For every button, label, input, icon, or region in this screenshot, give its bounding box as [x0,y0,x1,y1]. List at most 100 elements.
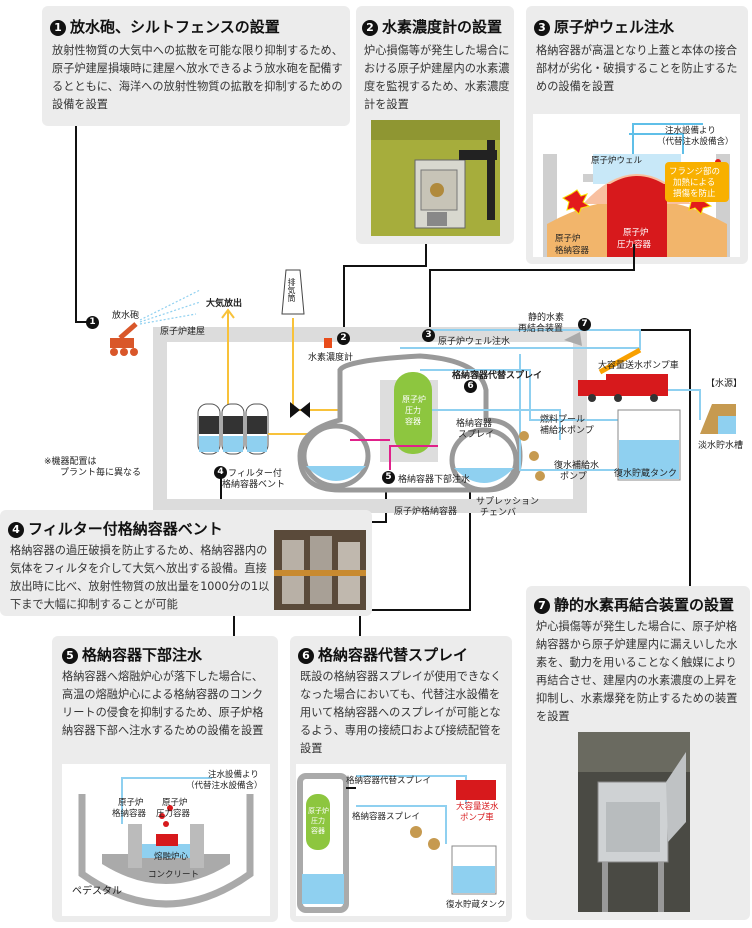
well-injection-label: 原子炉ウェル注水 [438,337,511,347]
section-5-title-text: 格納容器下部注水 [82,646,203,664]
number-1-icon: 1 [50,20,66,36]
spray-rpv-label-1: 原子炉 [308,807,329,815]
makeup-pump-label-2: ポンプ [560,472,587,482]
section-1-box [42,6,350,126]
lower-injection-label: 格納容器下部注水 [398,475,471,485]
water-source-label: 【水源】 [706,379,743,389]
h2-meter-label: 水素濃度計 [308,353,354,363]
marker-3: 3 [422,329,435,342]
rpv-label-2: 圧力 [405,406,421,415]
lower-supply-label-1: 注水設備より [208,770,259,780]
spray-diagram-svg [297,773,497,913]
section-4-title-text: フィルター付格納容器ベント [28,520,223,538]
h2-meter-photo [371,120,500,236]
filter-vent-label-2: 格納容器ベント [222,480,286,490]
lower-cv-label-1: 原子炉 [118,798,144,808]
number-5-icon: 5 [62,648,78,664]
pump-truck-label: 大容量送水ポンプ車 [598,361,679,371]
atmosphere-label: 大気放出 [206,299,243,309]
section-1-title-text: 放水砲、シルトフェンスの設置 [70,18,280,36]
well-supply-label-1: 注水設備より [665,126,716,136]
section-2-title-text: 水素濃度計の設置 [382,18,503,36]
storage-tank-label: 復水貯蔵タンク [614,469,678,479]
lower-rpv-label-2: 圧力容器 [156,809,191,819]
spray-rpv-label-3: 容器 [311,827,325,835]
flange-label-2: 加熱による [673,178,716,188]
cv-spray-label-2: スプレイ [458,430,495,440]
marker-7: 7 [578,318,591,331]
core-label: 熔融炉心 [154,852,189,862]
flange-label-1: フランジ部の [669,167,721,177]
spray-rpv-label-2: 圧力 [311,817,325,825]
well-rpv-label-2: 圧力容器 [617,240,652,250]
section-3-title-text: 原子炉ウェル注水 [554,18,675,36]
concrete-label: コンクリート [148,870,200,880]
section-7-body: 炉心損傷等が発生した場合に、原子炉格納容器から原子炉建屋内に漏えいした水素を、動… [536,620,738,723]
makeup-pump-label-1: 復水補給水 [554,461,600,471]
section-5-body: 格納容器へ熔融炉心が落下した場合に、高温の熔融炉心による格納容器のコンクリートの… [62,670,264,737]
well-rpv-label-1: 原子炉 [623,228,649,238]
marker-4: 4 [214,466,227,479]
section-2-body: 炉心損傷等が発生した場合における原子炉建屋内の水素濃度を監視するため、水素濃度計… [364,44,510,111]
well-diagram-svg [543,123,730,257]
marker-2: 2 [337,332,350,345]
well-cv-label-1: 原子炉 [555,234,581,244]
spray-truck-label-2: ポンプ車 [460,813,494,823]
pcv-label: 原子炉格納容器 [394,507,458,517]
spray-diagram: 格納容器代替スプレイ 格納容器スプレイ 大容量送水 ポンプ車 原子炉 圧力 容器… [296,764,506,916]
section-7-title-text: 静的水素再結合装置の設置 [554,596,735,614]
section-4-body: 格納容器の過圧破損を防止するため、格納容器内の気体をフィルタを介して大気へ放出す… [10,544,270,611]
number-2-icon: 2 [362,20,378,36]
stack-label: 排気筒 [287,278,296,302]
number-4-icon: 4 [8,522,24,538]
recombiner-photo [578,732,690,912]
lower-diagram: 注水設備より （代替注水設備含） 原子炉 格納容器 原子炉 圧力容器 熔融炉心 … [62,764,270,916]
pedestal-label: ペデスタル [72,886,122,897]
marker-6: 6 [464,380,477,393]
fresh-water-label: 淡水貯水槽 [698,441,744,451]
water-cannon-label: 放水砲 [112,311,140,321]
spray-alt-label: 格納容器代替スプレイ [346,776,432,786]
note-label-1: ※機器配置は [44,457,97,467]
section-3-body: 格納容器が高温となり上蓋と本体の接合部材が劣化・破損することを防止するための設備… [536,44,738,93]
section-1-body: 放射性物質の大気中への拡散を可能な限り抑制するため、原子炉建屋損壊時に建屋へ放水… [52,44,343,111]
section-6-title-text: 格納容器代替スプレイ [318,646,469,664]
flange-callout [665,162,729,202]
spray-tank-label: 復水貯蔵タンク [446,900,506,910]
spray-truck-label-1: 大容量送水 [456,802,499,812]
section-6-body: 既設の格納容器スプレイが使用できなくなった場合においても、代替注水設備を用いて格… [300,670,502,755]
suppression-label-2: チェンバ [480,508,517,518]
cv-spray-label-1: 格納容器 [456,419,493,429]
well-label: 原子炉ウェル [591,156,643,166]
suppression-label-1: サプレッション [476,497,540,507]
pool-pump-label-1: 燃料プール [540,415,586,425]
well-diagram: 注水設備より （代替注水設備含） 原子炉ウェル フランジ部の 加熱による 損傷を… [533,114,740,257]
alt-spray-label: 格納容器代替スプレイ [452,371,543,381]
filter-vent-photo [274,530,366,610]
number-6-icon: 6 [298,648,314,664]
lower-diagram-svg [78,777,254,908]
well-supply-label-2: （代替注水設備含） [657,137,734,147]
lower-supply-label-2: （代替注水設備含） [186,781,263,791]
lower-rpv-label-1: 原子炉 [162,798,188,808]
pool-pump-label-2: 補給水ポンプ [540,426,594,436]
spray-cv-label: 格納容器スプレイ [352,812,421,822]
recombiner-label-1: 静的水素 [528,313,565,323]
number-7-icon: 7 [534,598,550,614]
well-cv-label-2: 格納容器 [555,246,590,256]
rpv-label-3: 容器 [405,417,421,426]
note-label-2: プラント毎に異なる [60,468,142,478]
marker-1: 1 [86,316,99,329]
number-3-icon: 3 [534,20,550,36]
rpv-label-1: 原子炉 [402,395,426,404]
flange-label-3: 損傷を防止 [673,189,716,199]
filter-vent-label-1: フィルター付 [228,469,282,479]
recombiner-label-2: 再結合装置 [518,324,564,334]
